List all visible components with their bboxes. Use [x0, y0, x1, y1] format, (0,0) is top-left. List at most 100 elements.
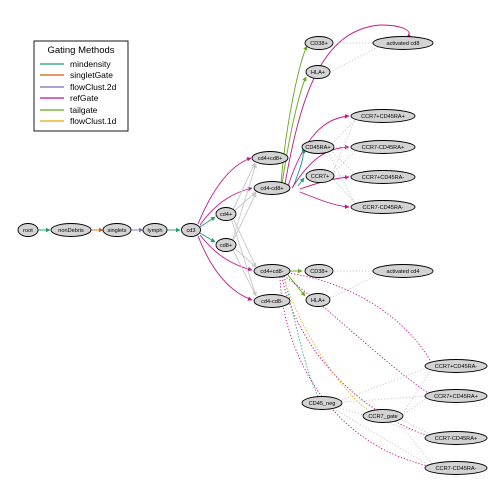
svg-text:CCR7-CD45RA+: CCR7-CD45RA+ — [435, 436, 477, 442]
node-ccr7n45n-cd8[interactable]: CCR7-CD45RA- — [350, 200, 416, 214]
svg-text:CCR7-CD45RA-: CCR7-CD45RA- — [362, 205, 403, 211]
node-ccr7n45n-cd4[interactable]: CCR7-CD45RA- — [424, 461, 488, 475]
legend-label-refgate: refGate — [70, 93, 99, 103]
edge-cd8-cd4ncd8n — [231, 247, 257, 297]
svg-text:CD45RA+: CD45RA+ — [305, 145, 330, 151]
node-cd38-cd4[interactable]: CD38+ — [304, 264, 334, 278]
edge-cd45neg-ccr7n45n — [335, 409, 431, 467]
edge-cd45neg-ccr7p45p — [343, 395, 429, 403]
edge-cd4-ccr7n45n-deep — [279, 276, 429, 467]
edge-cd8-activated — [284, 24, 412, 185]
node-singlets[interactable]: singlets — [102, 223, 132, 237]
svg-text:HLA+: HLA+ — [311, 70, 325, 76]
node-cd4[interactable]: cd4+ — [215, 207, 237, 221]
svg-text:CCR7+CD45RA+: CCR7+CD45RA+ — [361, 114, 405, 120]
edge-cd8-cd45ra — [292, 149, 307, 188]
edge-cd4-cd4pcd8n — [231, 215, 257, 268]
svg-text:root: root — [23, 228, 33, 234]
svg-text:CD38+: CD38+ — [310, 269, 328, 275]
svg-text:cd4+cd8+: cd4+cd8+ — [258, 156, 283, 162]
svg-text:cd4-cd8+: cd4-cd8+ — [260, 186, 283, 192]
legend-label-singletgate: singletGate — [70, 70, 113, 80]
svg-text:CCR7+: CCR7+ — [311, 174, 330, 180]
node-ccr7n45p-cd4[interactable]: CCR7-CD45RA+ — [424, 431, 488, 445]
node-ccr7p45n-cd8[interactable]: CCR7+CD45RA- — [350, 170, 416, 184]
legend-title: Gating Methods — [47, 45, 114, 56]
node-cd4pcd8n[interactable]: cd4+cd8- — [253, 264, 291, 278]
svg-text:singlets: singlets — [108, 228, 127, 234]
svg-text:CCR7+CD45RA-: CCR7+CD45RA- — [362, 175, 405, 181]
edge-cd8-ccr7 — [297, 177, 305, 187]
edge-cd8-ccr7p45p — [287, 114, 350, 187]
edge-cd8-cd4pcd8n — [231, 245, 257, 268]
svg-text:activated cd8: activated cd8 — [387, 41, 420, 47]
node-ccr7gate[interactable]: CCR7_gate — [362, 409, 404, 423]
svg-text:cd8+: cd8+ — [220, 243, 232, 249]
node-nondebris[interactable]: nonDebris — [50, 223, 92, 237]
edge-cd4-ccr7p45p-deep — [283, 275, 429, 394]
edge-cd45ra-ccr7p45n — [329, 149, 356, 175]
node-ccr7-cd8[interactable]: CCR7+ — [305, 169, 335, 183]
svg-text:HLA+: HLA+ — [311, 298, 325, 304]
edge-ccr7gate-ccr7n45n — [397, 421, 433, 465]
edge-cd3-cd8 — [199, 232, 216, 243]
edge-cd4-cd4pcd8p — [231, 162, 256, 213]
node-ccr7p45p-cd8[interactable]: CCR7+CD45RA+ — [350, 109, 416, 123]
svg-text:CCR7-CD45RA+: CCR7-CD45RA+ — [362, 145, 404, 151]
node-cd8[interactable]: cd8+ — [215, 238, 237, 252]
node-activated-cd4[interactable]: activated cd4 — [372, 264, 434, 278]
edge-cd3-cd4ncd8n — [197, 235, 253, 301]
legend-label-tailgate: tailgate — [70, 105, 98, 115]
edge-hla-activated-cd4 — [329, 274, 379, 299]
svg-text:lymph: lymph — [148, 228, 163, 234]
node-ccr7n45p-cd8[interactable]: CCR7-CD45RA+ — [350, 140, 416, 154]
edge-cd45neg-ccr7p45n — [341, 365, 433, 401]
edge-cd3-cd4pcd8p — [197, 157, 252, 225]
node-activated-cd8[interactable]: activated cd8 — [372, 36, 434, 50]
svg-text:activated cd4: activated cd4 — [387, 269, 420, 275]
node-hla-cd8[interactable]: HLA+ — [305, 65, 331, 79]
edge-cd8-ccr7n45n — [299, 191, 350, 209]
edge-cd4-ccr7p45n-deep — [287, 272, 431, 361]
node-hla-cd4[interactable]: HLA+ — [305, 293, 331, 307]
edge-cd4-cd4ncd8n — [230, 217, 257, 297]
edge-cd3-cd4 — [199, 216, 216, 228]
node-lymph[interactable]: lymph — [142, 223, 168, 237]
edge-cd8-ccr7n45p — [291, 144, 350, 189]
edge-ccr7-ccr7p45p — [331, 119, 356, 175]
legend-label-flowclust2d: flowClust.2d — [70, 82, 117, 92]
edge-hla-activated-cd8 — [329, 46, 379, 73]
legend-label-mindensity: mindensity — [70, 59, 111, 69]
svg-text:cd3: cd3 — [186, 228, 195, 234]
legend-box — [33, 40, 129, 132]
edge-cd4-cd45neg — [283, 275, 319, 397]
legend-label-flowclust1d: flowClust.1d — [70, 116, 117, 126]
edge-cd45ra-ccr7n45n — [327, 151, 356, 205]
edge-ccr7-ccr7n45n — [331, 177, 357, 205]
node-ccr7p45p-cd4[interactable]: CCR7+CD45RA+ — [424, 389, 488, 403]
svg-text:CCR7-CD45RA-: CCR7-CD45RA- — [435, 466, 476, 472]
svg-text:nonDebris: nonDebris — [58, 228, 84, 234]
svg-text:CD45_neg: CD45_neg — [309, 401, 336, 407]
edge-cd8-hla — [281, 76, 307, 185]
node-root[interactable]: root — [17, 223, 39, 237]
node-cd45neg[interactable]: CD45_neg — [301, 396, 343, 410]
node-ccr7p45n-cd4[interactable]: CCR7+CD45RA- — [424, 359, 488, 373]
node-cd4ncd8p[interactable]: cd4-cd8+ — [253, 181, 291, 195]
svg-text:CCR7+CD45RA-: CCR7+CD45RA- — [435, 364, 478, 370]
edge-cd4-ccr7n45p-deep — [281, 276, 429, 437]
node-cd38-cd8[interactable]: CD38+ — [304, 36, 334, 50]
edge-ccr7-ccr7n45p — [331, 149, 357, 175]
edge-cd8-cd4pcd8p — [231, 163, 257, 243]
edge-cd45ra-ccr7p45p — [329, 119, 356, 147]
edge-ccr7gate-ccr7n45p — [401, 419, 431, 435]
node-cd3[interactable]: cd3 — [181, 223, 201, 237]
edge-cd8-cd4ncd8p — [231, 192, 257, 244]
node-cd4pcd8p[interactable]: cd4+cd8+ — [251, 151, 289, 165]
svg-text:cd4+: cd4+ — [220, 212, 232, 218]
svg-text:CCR7+CD45RA+: CCR7+CD45RA+ — [434, 394, 478, 400]
node-cd45ra-cd8[interactable]: CD45RA+ — [301, 140, 335, 154]
edge-ccr7gate-ccr7p45n — [403, 367, 433, 413]
node-cd4ncd8n[interactable]: cd4-cd8- — [253, 294, 291, 308]
